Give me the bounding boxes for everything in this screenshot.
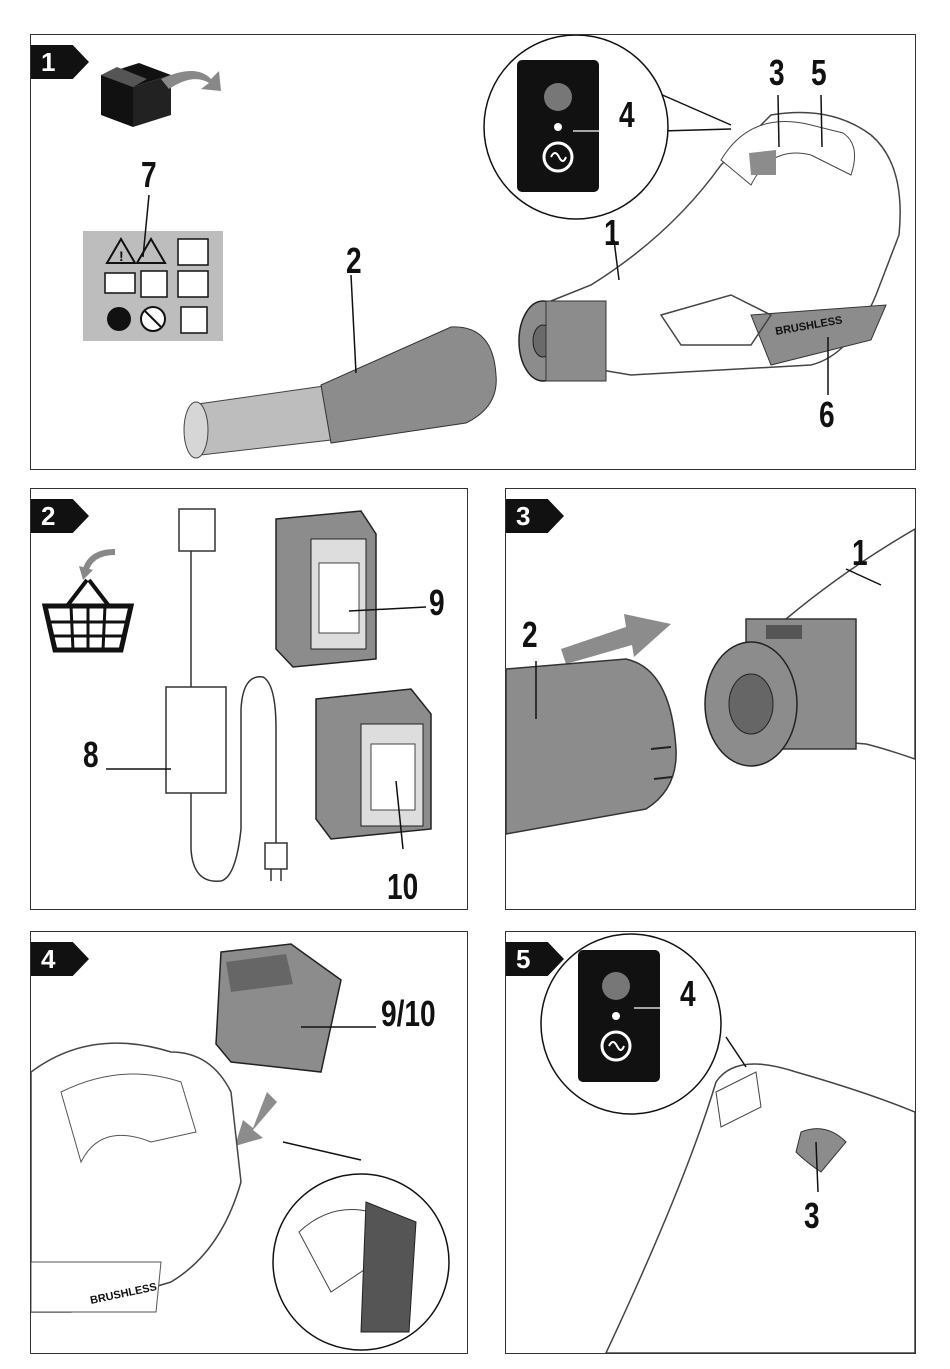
insert-arrow-icon [561, 614, 671, 664]
panel-step-5: 5 4 3 [505, 931, 916, 1354]
label-5: 5 [811, 55, 827, 91]
panel-step-1: 1 ! [30, 34, 916, 470]
manual-icon [105, 273, 135, 293]
charger [166, 509, 287, 881]
battery-9 [276, 511, 376, 667]
label-6: 6 [819, 397, 835, 433]
svg-text:!: ! [119, 248, 124, 264]
battery-10 [316, 689, 431, 839]
control-panel-zoom [541, 934, 721, 1114]
label-4: 4 [680, 976, 696, 1012]
panel-step-3: 3 1 2 [505, 488, 916, 910]
panel-2-illustration [31, 489, 467, 909]
blower-nozzle-closeup [705, 529, 915, 766]
control-panel-zoom [484, 35, 731, 219]
label-2: 2 [346, 243, 362, 279]
label-8: 8 [83, 737, 99, 773]
lock-icon [602, 972, 630, 1000]
battery-slot-zoom [273, 1142, 449, 1350]
box-arrow-icon [101, 63, 221, 127]
insert-arrow-icon [235, 1092, 277, 1146]
lock-icon [544, 83, 572, 111]
label-4: 4 [619, 97, 635, 133]
label-7: 7 [141, 157, 157, 193]
label-9-10: 9/10 [381, 996, 436, 1032]
safety-label-sticker: ! [83, 231, 223, 341]
blower-handle-view: BRUSHLESS [31, 1043, 241, 1312]
ear-protection-icon [107, 307, 131, 331]
panel-step-4: 4 BRUSHLESS 9/10 [30, 931, 468, 1354]
blower-tube [184, 327, 496, 458]
battery-pack [216, 944, 341, 1072]
label-2: 2 [522, 617, 538, 653]
shopping-basket-icon [45, 552, 131, 650]
label-3: 3 [769, 55, 785, 91]
blower-tube-closeup [506, 659, 676, 834]
panel-5-illustration [506, 932, 915, 1353]
panel-step-2: 2 [30, 488, 468, 910]
label-9: 9 [429, 585, 445, 621]
panel-1-illustration: ! BRUSHLESS [31, 35, 915, 469]
label-1: 1 [604, 215, 620, 251]
label-3: 3 [804, 1198, 820, 1234]
label-1: 1 [852, 535, 868, 571]
label-10: 10 [387, 869, 418, 905]
